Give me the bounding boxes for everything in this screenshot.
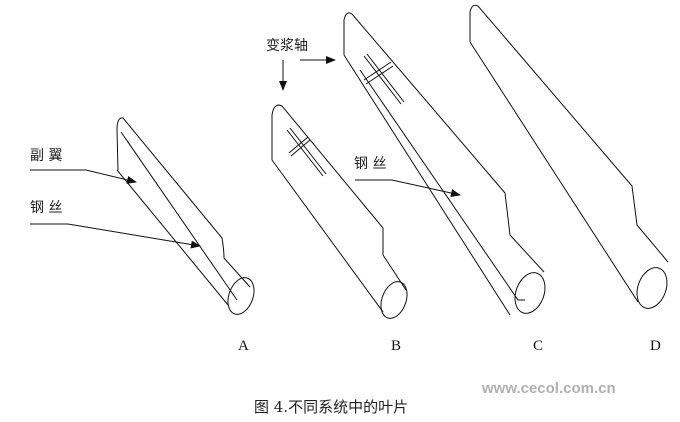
blade-c-cross: [363, 61, 394, 85]
blade-c: [343, 12, 546, 316]
blade-d: [469, 4, 669, 309]
label-pitch-axis: 变浆轴: [266, 38, 308, 54]
blade-a-root: [227, 277, 255, 315]
arrow-steel-wire-a: [30, 223, 201, 249]
blade-label-b: B: [391, 338, 401, 354]
blade-a-outline: [116, 117, 251, 306]
label-aileron: 副 翼: [30, 148, 62, 164]
blade-b: [271, 104, 408, 319]
blade-label-c: C: [533, 338, 543, 354]
label-steel-wire-c: 钢 丝: [354, 156, 386, 172]
figure-caption: 图 4.不同系统中的叶片: [254, 398, 408, 416]
arrow-steel-wire-c: [355, 179, 461, 197]
blade-b-cross: [288, 136, 311, 157]
blade-c-root: [514, 272, 546, 314]
blade-label-d: D: [650, 338, 661, 354]
blade-b-root: [380, 281, 408, 319]
blade-b-outline: [271, 104, 407, 313]
blade-c-inner-line: [359, 69, 525, 301]
blade-a-aileron-line: [120, 131, 238, 301]
label-steel-wire-a: 钢 丝: [30, 200, 62, 216]
blade-c-pitch-shaft: [363, 53, 405, 105]
blade-b-pitch-shaft: [286, 127, 327, 177]
arrow-aileron: [30, 169, 137, 184]
blade-a: [116, 117, 255, 315]
blade-label-a: A: [238, 338, 249, 354]
blade-d-outline: [469, 4, 669, 303]
blade-d-root: [636, 267, 668, 309]
blade-c-outline: [343, 12, 545, 316]
watermark: www.cecol.com.cn: [481, 380, 616, 397]
